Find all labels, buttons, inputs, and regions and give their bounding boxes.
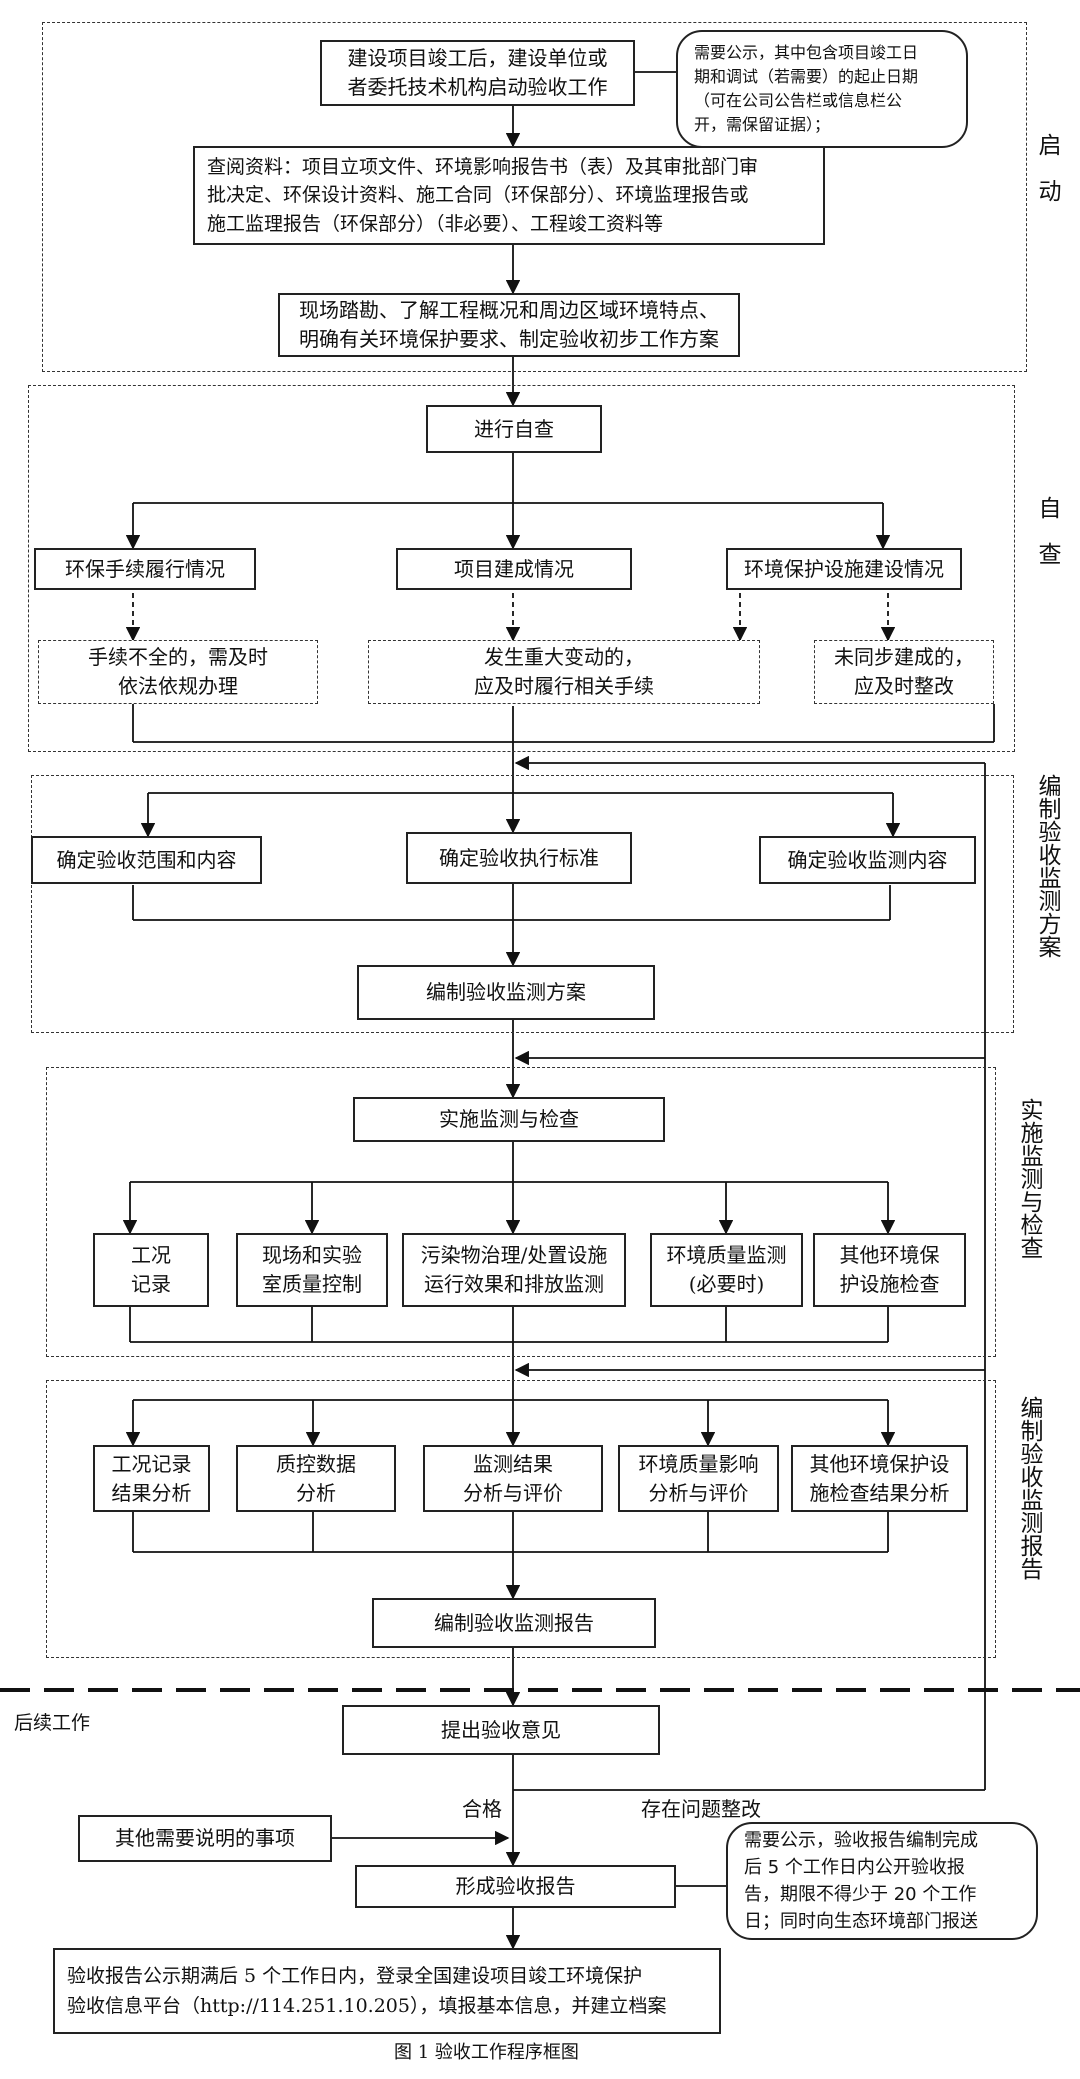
box-env-impact-evaluation: 环境质量影响 分析与评价 bbox=[618, 1445, 779, 1512]
box-site-survey: 现场踏勘、了解工程概况和周边区域环境特点、 明确有关环境保护要求、制定验收初步工… bbox=[278, 293, 740, 357]
box-review-documents: 查阅资料：项目立项文件、环境影响报告书（表）及其审批部门审 批决定、环保设计资料… bbox=[193, 146, 825, 245]
box-procedures-status: 环保手续履行情况 bbox=[34, 548, 256, 590]
box-pollutant-monitoring: 污染物治理/处置设施 运行效果和排放监测 bbox=[402, 1233, 626, 1307]
label-self-check: 自 查 bbox=[1038, 496, 1062, 568]
box-qc-analysis: 质控数据 分析 bbox=[236, 1445, 396, 1512]
note-publicity-completion: 需要公示，其中包含项目竣工日 期和调试（若需要）的起止日期 （可在公司公告栏或信… bbox=[676, 30, 968, 148]
box-determine-scope: 确定验收范围和内容 bbox=[31, 836, 262, 884]
section-startup bbox=[42, 22, 1027, 372]
box-implement-monitoring: 实施监测与检查 bbox=[353, 1097, 665, 1142]
edge-label-rectify: 存在问题整改 bbox=[641, 1797, 761, 1821]
box-condition-analysis: 工况记录 结果分析 bbox=[93, 1445, 210, 1512]
box-condition-record: 工况 记录 bbox=[93, 1233, 209, 1307]
edge-label-pass: 合格 bbox=[462, 1797, 502, 1821]
label-startup: 启 动 bbox=[1038, 133, 1062, 205]
box-compile-report: 编制验收监测报告 bbox=[372, 1598, 656, 1648]
box-acceptance-opinion: 提出验收意见 bbox=[342, 1705, 660, 1755]
box-determine-monitor-content: 确定验收监测内容 bbox=[759, 836, 976, 884]
box-env-quality-monitoring: 环境质量监测 (必要时) bbox=[650, 1233, 803, 1307]
box-determine-standard: 确定验收执行标准 bbox=[406, 832, 632, 884]
section-self-check bbox=[28, 385, 1015, 752]
box-not-built: 未同步建成的， 应及时整改 bbox=[814, 640, 994, 704]
box-compile-plan: 编制验收监测方案 bbox=[357, 965, 655, 1020]
section-monitoring-plan bbox=[31, 775, 1014, 1033]
box-procedures-fix: 手续不全的，需及时 依法依规办理 bbox=[38, 640, 318, 704]
box-other-result-analysis: 其他环境保护设 施检查结果分析 bbox=[791, 1445, 968, 1512]
note-publicity-report: 需要公示，验收报告编制完成 后 5 个工作日内公开验收报 告，期限不得少于 20… bbox=[726, 1822, 1038, 1940]
box-start-acceptance: 建设项目竣工后，建设单位或 者委托技术机构启动验收工作 bbox=[320, 40, 635, 106]
section-implementation bbox=[46, 1067, 996, 1357]
box-major-change: 发生重大变动的， 应及时履行相关手续 bbox=[368, 640, 760, 704]
label-follow-up: 后续工作 bbox=[14, 1712, 91, 1734]
figure-caption: 图 1 验收工作程序框图 bbox=[394, 2042, 579, 2063]
label-compile-plan: 编 制 验 收 监 测 方 案 bbox=[1038, 774, 1062, 961]
section-monitoring-report bbox=[46, 1380, 996, 1658]
box-result-evaluation: 监测结果 分析与评价 bbox=[423, 1445, 603, 1512]
label-compile-report: 编 制 验 收 监 测 报 告 bbox=[1020, 1396, 1044, 1583]
box-other-items: 其他需要说明的事项 bbox=[78, 1815, 332, 1862]
box-self-check: 进行自查 bbox=[426, 405, 602, 453]
box-facilities-status: 环境保护设施建设情况 bbox=[726, 548, 962, 590]
box-other-facility-check: 其他环境保 护设施检查 bbox=[813, 1233, 966, 1307]
box-lab-qc: 现场和实验 室质量控制 bbox=[236, 1233, 388, 1307]
box-archive: 验收报告公示期满后 5 个工作日内，登录全国建设项目竣工环境保护 验收信息平台（… bbox=[53, 1948, 721, 2034]
box-final-report: 形成验收报告 bbox=[355, 1865, 676, 1908]
box-construction-status: 项目建成情况 bbox=[396, 548, 632, 590]
label-implement-monitoring: 实 施 监 测 与 检 查 bbox=[1020, 1098, 1044, 1262]
